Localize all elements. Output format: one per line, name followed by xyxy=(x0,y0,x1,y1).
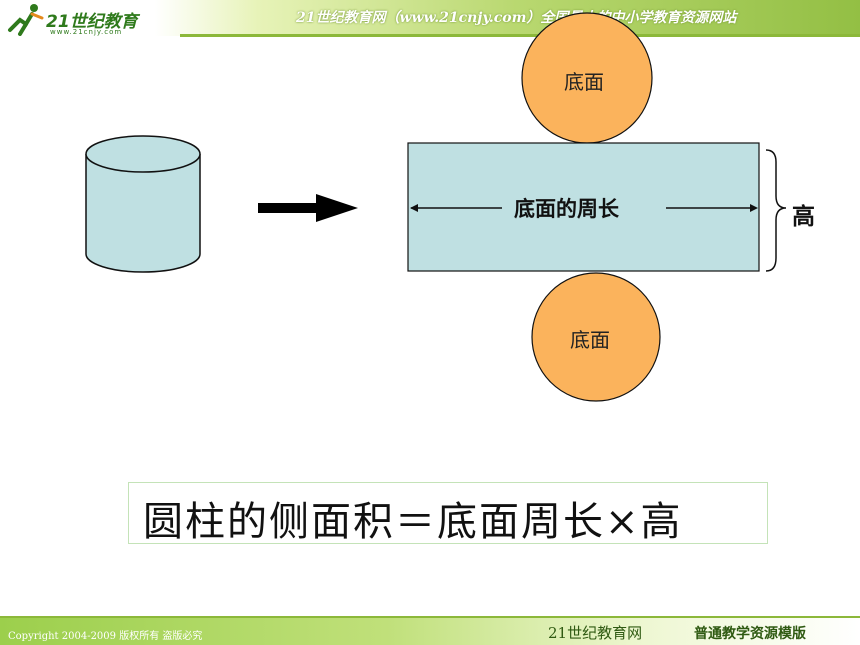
height-brace xyxy=(765,149,787,272)
logo-url: www.21cnjy.com xyxy=(50,28,123,36)
header-divider xyxy=(180,34,860,37)
top-circle-label: 底面 xyxy=(564,70,604,94)
footer-bar xyxy=(0,618,860,645)
footer-brand[interactable]: 21世纪教育网 xyxy=(548,624,643,642)
runner-logo-icon xyxy=(8,4,44,36)
logo-text: 21世纪教育 xyxy=(46,12,138,32)
bottom-base-circle xyxy=(531,272,661,402)
footer-template-name: 普通教学资源模版 xyxy=(694,626,806,642)
site-logo[interactable]: 21世纪教育 www.21cnjy.com xyxy=(6,2,156,38)
header-title: 21世纪教育网（www.21cnjy.com）全国最大的中小学教育资源网站 xyxy=(296,10,737,26)
copyright-text: Copyright 2004-2009 版权所有 盗版必究 xyxy=(8,631,203,642)
rectangle-label: 底面的周长 xyxy=(514,197,619,221)
formula-box: 圆柱的侧面积＝底面周长×高 xyxy=(128,482,768,545)
formula-text: 圆柱的侧面积＝底面周长×高 xyxy=(143,499,683,545)
transform-arrow xyxy=(258,194,358,222)
circumference-arrow-left xyxy=(410,204,502,212)
lateral-rectangle xyxy=(407,142,760,272)
bottom-circle-label: 底面 xyxy=(570,328,610,352)
footer-divider xyxy=(0,616,860,618)
cylinder-shape xyxy=(85,135,201,273)
height-label: 高 xyxy=(792,204,815,230)
header-bar xyxy=(0,0,860,36)
circumference-arrow-right xyxy=(666,204,758,212)
